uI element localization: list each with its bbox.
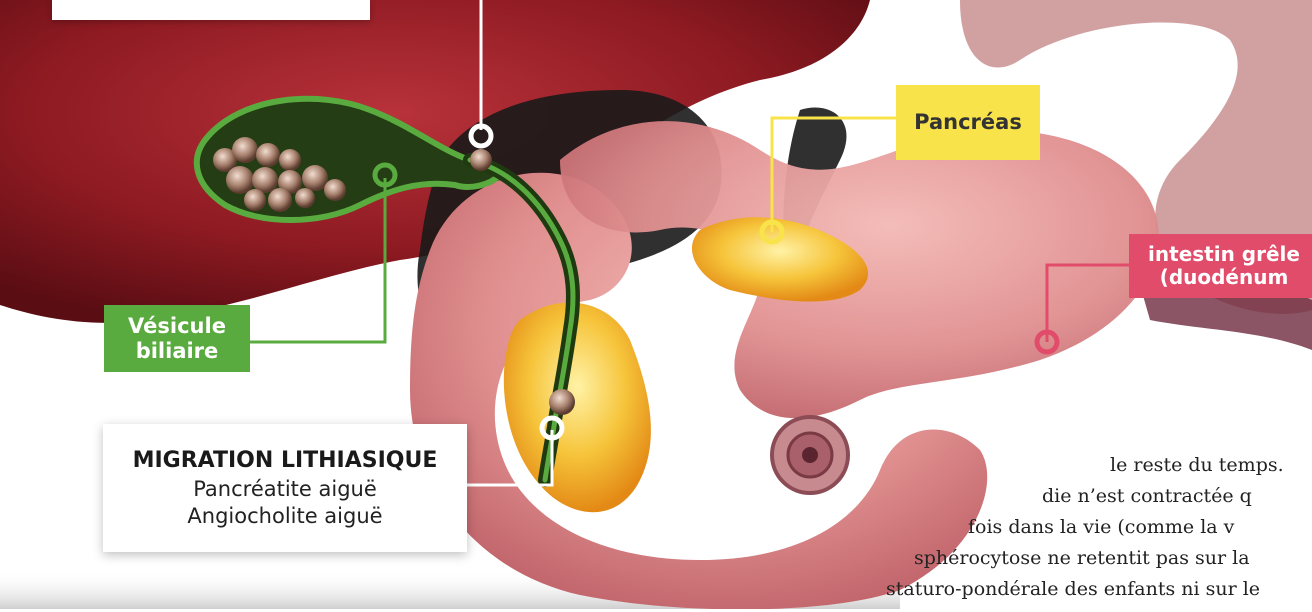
intestin-label-line2: (duodénum xyxy=(1160,266,1289,289)
migration-label: MIGRATION LITHIASIQUE Pancréatite aiguë … xyxy=(103,424,467,552)
migration-title: MIGRATION LITHIASIQUE xyxy=(133,448,438,473)
body-line-2: die n’est contractée q xyxy=(1042,485,1252,507)
intestin-label-line1: intestin grêle xyxy=(1148,243,1300,266)
migration-line-pancreatite: Pancréatite aiguë xyxy=(193,477,377,501)
vesicule-label: Vésicule biliaire xyxy=(104,305,250,372)
body-line-4: sphérocytose ne retentit pas sur la xyxy=(914,547,1250,569)
top-label-partial xyxy=(52,0,370,20)
pancreas-head xyxy=(504,303,651,513)
vesicule-label-line1: Vésicule xyxy=(128,314,226,338)
body-line-5: staturo-pondérale des enfants ni sur le xyxy=(886,578,1260,600)
pancreas-label-text: Pancréas xyxy=(914,110,1022,134)
article-body-text: le reste du temps. die n’est contractée … xyxy=(880,452,1312,612)
intestin-label: intestin grêle (duodénum xyxy=(1129,234,1312,298)
pancreas-label: Pancréas xyxy=(896,85,1040,160)
body-line-3: fois dans la vie (comme la v xyxy=(968,516,1234,538)
vesicule-label-line2: biliaire xyxy=(136,339,219,363)
migration-line-angiocholite: Angiocholite aiguë xyxy=(187,504,382,528)
body-line-1: le reste du temps. xyxy=(1110,454,1284,476)
